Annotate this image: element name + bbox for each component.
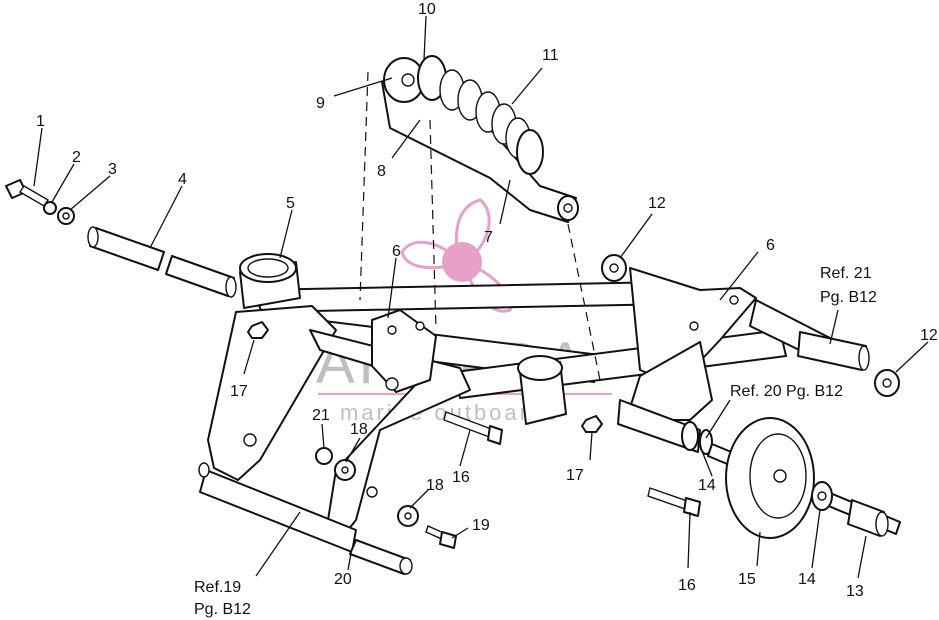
bolt-1 [5,179,49,207]
callout-6-right: 6 [766,237,775,254]
ref-19-line1: Ref.19 [194,579,241,596]
shaft-4 [87,226,237,298]
propeller-icon [400,198,512,313]
nut-17-left [247,321,269,339]
callout-12-right: 12 [920,327,938,344]
callout-18-lower: 18 [426,477,444,494]
washer-12-right [874,369,900,397]
callout-14-lower: 14 [798,571,816,588]
callout-6-left: 6 [392,243,401,260]
bolt-16-lower [647,487,701,517]
shock-absorber [381,55,579,223]
callout-3: 3 [108,161,117,178]
washer-12-left [601,254,627,282]
callout-1: 1 [36,113,45,130]
callout-11: 11 [542,47,559,64]
callout-21: 21 [312,407,330,424]
parts-artwork [5,55,901,575]
nut-17-right [581,415,603,433]
ref-21-line2: Pg. B12 [820,289,877,306]
callout-17-right: 17 [566,467,584,484]
callout-19: 19 [472,517,490,534]
bushing-5 [239,253,301,309]
wheel-assembly [617,399,901,539]
callout-13: 13 [846,583,864,600]
callout-7: 7 [484,229,493,246]
callout-16-lower: 16 [678,577,696,594]
callout-16-upper: 16 [452,469,470,486]
washer-2 [43,201,57,215]
ref-21-line1: Ref. 21 [820,265,872,282]
callout-2: 2 [72,149,81,166]
callout-9: 9 [316,95,325,112]
rear-arm-right [629,267,870,421]
callout-20: 20 [334,571,352,588]
nut-21 [315,447,333,465]
bolt-19 [425,525,457,549]
callout-17-left: 17 [230,383,248,400]
bolt-16-upper [443,411,503,445]
callout-14-upper: 14 [698,477,716,494]
callout-labels: 1 2 3 4 5 6 6 7 8 9 10 11 12 12 13 14 14… [36,1,938,600]
leader-lines [33,15,929,579]
callout-18-upper: 18 [350,421,368,438]
callout-5: 5 [286,195,295,212]
reference-notes: Ref. 21 Pg. B12 Ref. 20 Pg. B12 Ref.19 P… [194,265,877,618]
ref-19-line2: Pg. B12 [194,601,251,618]
ref-20: Ref. 20 Pg. B12 [730,383,843,400]
callout-15: 15 [738,571,756,588]
callout-4: 4 [178,171,187,188]
bracket-6-left [371,309,437,393]
callout-10: 10 [418,1,436,18]
callout-8: 8 [377,163,386,180]
callout-12-left: 12 [648,195,666,212]
